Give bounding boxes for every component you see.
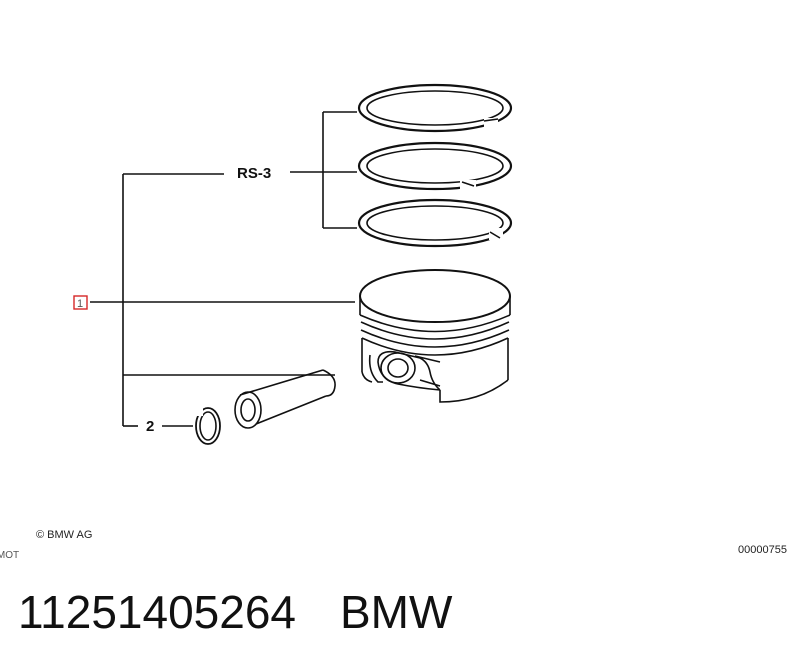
piston-ring-oil bbox=[357, 198, 513, 248]
bottom-left-cut-text: 1-MOT bbox=[0, 550, 19, 560]
piston bbox=[359, 269, 511, 403]
copyright-text: © BMW AG bbox=[36, 529, 92, 541]
image-code: 00000755 bbox=[738, 544, 787, 556]
leader-lines bbox=[90, 111, 357, 427]
brand-name: BMW bbox=[340, 586, 453, 638]
callout-highlight-box bbox=[73, 295, 88, 310]
piston-ring-middle bbox=[357, 141, 513, 191]
part-number: 11251405264 bbox=[18, 586, 296, 638]
parts-diagram: RS-3 1 2 © BMW AG 1-MOT 00000755 bbox=[0, 83, 787, 561]
piston-pin bbox=[234, 369, 336, 429]
caption: 11251405264 BMW bbox=[18, 582, 452, 642]
callout-label-ring-set: RS-3 bbox=[237, 165, 271, 182]
circlip bbox=[195, 407, 221, 445]
callout-label-piston: 1 bbox=[77, 298, 83, 310]
callout-label-circlip: 2 bbox=[146, 418, 154, 435]
piston-ring-top bbox=[357, 83, 513, 133]
